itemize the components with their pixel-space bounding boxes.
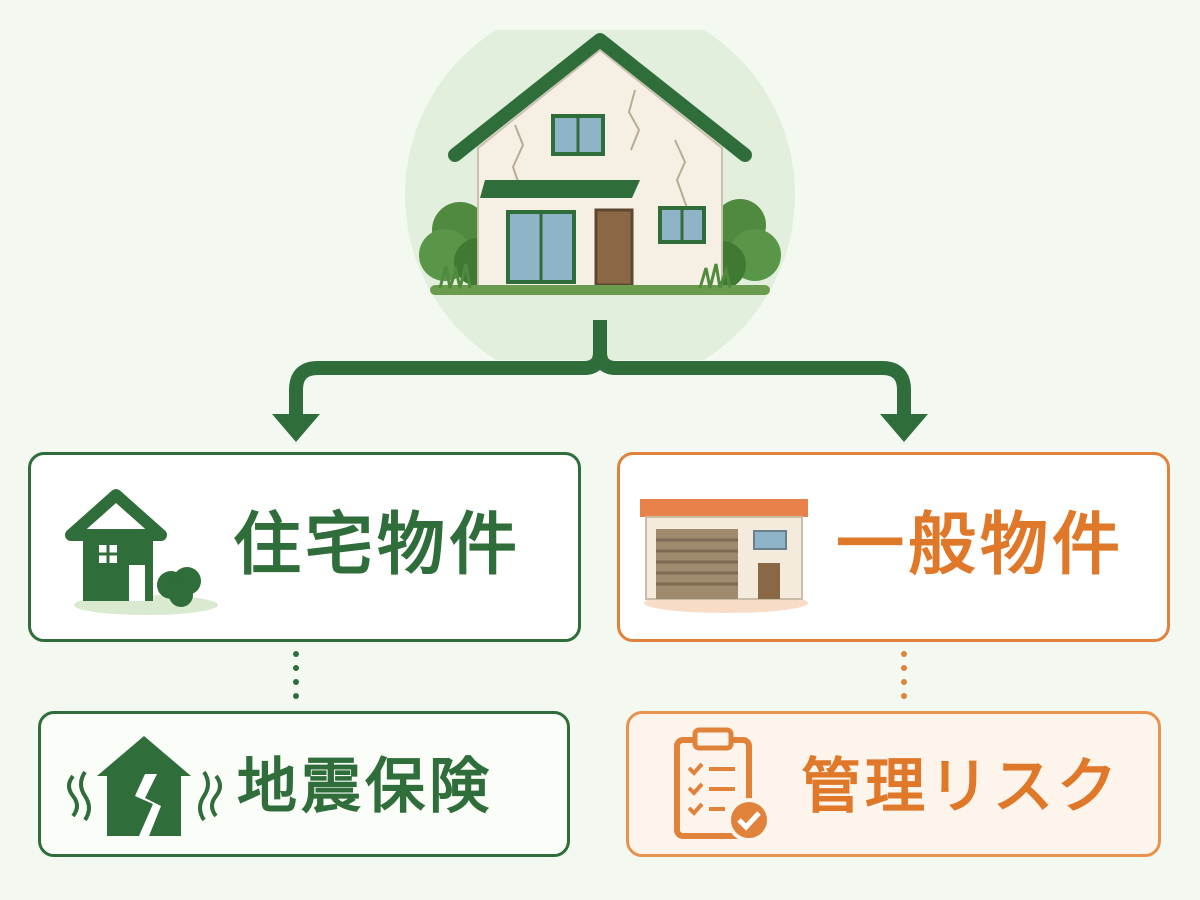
branch-connector [272,320,928,442]
root-house-illustration [405,30,795,360]
earthquake-insurance-label: 地震保険 [237,752,493,822]
general-property-card: 一般物件 [617,452,1170,642]
arrow-left-head [272,414,320,442]
dotted-connector-left [293,651,299,699]
garage-building-icon [640,499,808,613]
residential-property-label: 住宅物件 [233,506,522,585]
arrow-right-head [880,414,928,442]
residential-house-icon [65,489,218,615]
residential-property-card: 住宅物件 [28,452,581,642]
clipboard-check-icon [674,727,771,842]
earthquake-insurance-card: 地震保険 [38,711,570,857]
general-property-label: 一般物件 [836,506,1125,585]
management-risk-label: 管理リスク [801,752,1121,822]
dotted-connector-right [901,651,907,699]
earthquake-house-icon [67,736,222,836]
management-risk-card: 管理リスク [626,711,1161,857]
